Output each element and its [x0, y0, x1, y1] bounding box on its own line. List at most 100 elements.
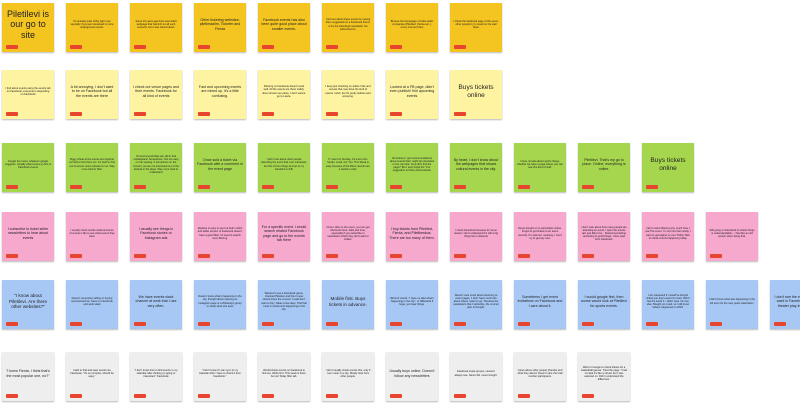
sticky-note[interactable]: I find out about these events by seeing … — [322, 3, 374, 52]
sticky-note[interactable]: Other ticketing websites: piletimaailm, … — [194, 3, 246, 52]
sticky-note[interactable]: Browse the homepage of ticket seller com… — [386, 3, 438, 52]
sticky-note[interactable]: I didn't know what was happening in the … — [706, 280, 758, 329]
sticky-note-tag — [390, 254, 402, 258]
sticky-note[interactable]: Sometimes I get recommendations about ev… — [386, 143, 438, 192]
sticky-note-tag — [646, 322, 658, 326]
sticky-note-tag — [390, 394, 402, 398]
sticky-note[interactable]: For a specific event, I would search rel… — [258, 212, 310, 261]
sticky-note[interactable]: Buys tickets online — [450, 70, 502, 119]
sticky-note[interactable]: Once I click on the event, you can get d… — [322, 212, 374, 261]
sticky-note-text: I check the facebook page of the event, … — [453, 19, 499, 30]
sticky-note[interactable]: "I don't know if I can sync to my calend… — [194, 352, 246, 401]
sticky-note[interactable]: Never bought or re-sold tickets online. … — [514, 212, 566, 261]
sticky-note-tag — [326, 394, 338, 398]
sticky-note[interactable]: I don't see the events that I want in Fa… — [770, 280, 800, 329]
sticky-note[interactable]: Piletilevi is our go to site — [2, 3, 54, 52]
sticky-note[interactable]: Doesn't remember selling or buying secon… — [66, 280, 118, 329]
sticky-note[interactable]: I keep just checking on artists I like a… — [322, 70, 374, 119]
sticky-note[interactable]: Usually buys online. Doesn't follow any … — [386, 352, 438, 401]
sticky-note[interactable]: We have events slack channel at work tha… — [130, 280, 182, 329]
sticky-note-text: I buy tickets from Piletilevi, Fienta, a… — [389, 227, 435, 240]
sticky-note[interactable]: Fast and upcoming events are mixed up, i… — [194, 70, 246, 119]
sticky-note-text: Browse the homepage of ticket seller com… — [390, 19, 434, 30]
sticky-note[interactable]: I don't usually check events this, only … — [322, 352, 374, 401]
sticky-note[interactable]: I have no idea about sports things, whet… — [514, 143, 566, 192]
sticky-note[interactable]: Facebook expat groups, newest I always s… — [450, 352, 502, 401]
sticky-note[interactable]: Doesn't care much about returning to eve… — [450, 280, 502, 329]
sticky-note[interactable]: It's actually quite shitty right now, sp… — [66, 3, 118, 52]
sticky-note[interactable]: Cares about other people (friends) and w… — [514, 352, 566, 401]
sticky-note-tag — [134, 394, 146, 398]
sticky-note-text: Once sold a ticket via Facebook with a c… — [197, 158, 243, 171]
sticky-note-tag — [454, 45, 466, 49]
sticky-note[interactable]: I don't care about how many people are a… — [578, 212, 630, 261]
sticky-note-tag — [70, 112, 82, 116]
sticky-note-tag — [6, 45, 18, 49]
sticky-note[interactable]: I don't now about other people attending… — [258, 143, 310, 192]
sticky-note[interactable]: If I went on Sunday, It's a lot more har… — [322, 143, 374, 192]
sticky-note[interactable]: Doesn't know what's happening in the cit… — [194, 280, 246, 329]
sticky-note[interactable]: I buy tickets from Piletilevi, Fienta, a… — [386, 212, 438, 261]
sticky-note[interactable]: Buys tickets online — [642, 143, 694, 192]
sticky-note[interactable]: Desktop is easy to see but both mobile a… — [194, 212, 246, 261]
sticky-note-tag — [262, 45, 274, 49]
sticky-note[interactable]: I find about events using the events tab… — [2, 70, 54, 119]
sticky-note-text: Facebook expat groups, newest I always s… — [454, 370, 498, 377]
sticky-note[interactable]: I check the facebook page of the event, … — [450, 3, 502, 52]
sticky-note-text: Piletilevi is our go to site — [6, 8, 49, 40]
sticky-note-text: Cares about other people (friends) and w… — [517, 368, 563, 379]
sticky-note[interactable]: Went to Google to check tickets for a ba… — [578, 352, 630, 401]
sticky-note-text: I usually check social media accounts of… — [69, 228, 115, 239]
sticky-note-text: "I don't know how to find events in my c… — [134, 368, 178, 379]
sticky-note[interactable]: Once sold a ticket via Facebook with a c… — [194, 143, 246, 192]
sticky-note-text: I find about events using the events tab… — [5, 86, 51, 97]
sticky-note[interactable]: Hard to find and save events via Faceboo… — [66, 352, 118, 401]
sticky-note-tag — [134, 254, 146, 258]
sticky-note-tag — [326, 322, 338, 326]
sticky-note[interactable]: Piggy wheel at the events are together s… — [66, 143, 118, 192]
sticky-note[interactable]: Some 10 years ago there was tickitt webp… — [130, 3, 182, 52]
sticky-note[interactable]: I would google first, then worse would l… — [578, 280, 630, 329]
sticky-note[interactable]: Word of mouth, "I have no idea what's ha… — [386, 280, 438, 329]
sticky-note[interactable]: "I knew Fienta, I think that's the most … — [2, 352, 54, 401]
sticky-note[interactable]: I usually check social media accounts of… — [66, 212, 118, 261]
sticky-note[interactable]: Sometimes I get event invitations on Fac… — [514, 280, 566, 329]
sticky-note[interactable]: Wanted to see a Facebook game, checked P… — [258, 280, 310, 329]
sticky-note-tag — [646, 254, 658, 258]
sticky-note-text: Buys tickets online — [650, 156, 686, 172]
sticky-note-text: Some 10 years ago there was tickitt webp… — [135, 19, 177, 30]
sticky-note-tag — [6, 185, 18, 189]
sticky-note[interactable]: Google the event, whatever google sugges… — [2, 143, 54, 192]
sticky-note-tag — [582, 254, 594, 258]
sticky-note[interactable]: Piletilevi. That's my go to place. Onlin… — [578, 143, 630, 192]
sticky-note[interactable]: Facebook events has also been quite good… — [258, 3, 310, 52]
sticky-note[interactable]: A bit annoying, I don't want to be on Fa… — [66, 70, 118, 119]
sticky-note-tag — [454, 185, 466, 189]
sticky-note[interactable]: Still going on Facebook to check things … — [706, 212, 758, 261]
sticky-note[interactable]: Would check events on Facebook to find o… — [258, 352, 310, 401]
sticky-note-tag — [134, 322, 146, 326]
sticky-note[interactable]: "I don't know how to find events in my c… — [130, 352, 182, 401]
sticky-note[interactable]: "I know about Piletilevi. Are there othe… — [2, 280, 54, 329]
sticky-note[interactable]: I check out venue pages and their events… — [130, 70, 182, 119]
sticky-note[interactable]: Mobile first. Buys tickets in advance. — [322, 280, 374, 329]
sticky-note-text: I'd recommend kilias are still in that m… — [133, 155, 179, 174]
sticky-note-tag — [262, 394, 274, 398]
sticky-note-text: By heart, I don't know about the webpage… — [453, 158, 499, 171]
sticky-note-text: Piletilevi. That's my go to place. Onlin… — [582, 158, 626, 171]
sticky-note[interactable]: I subscribe to ticket seller newsletters… — [2, 212, 54, 261]
sticky-note[interactable]: I don't notice filtering very much here.… — [642, 212, 694, 261]
sticky-note[interactable]: Filtering on Facebook doesn't work well.… — [258, 70, 310, 119]
sticky-note-text: Doesn't know what's happening in the cit… — [198, 295, 242, 308]
sticky-note[interactable]: I check Facebook because for some reason… — [450, 212, 502, 261]
sticky-note[interactable]: I'd recommend kilias are still in that m… — [130, 143, 182, 192]
sticky-note[interactable]: I am interested if I would've bought tic… — [642, 280, 694, 329]
sticky-note-tag — [646, 185, 658, 189]
sticky-note-tag — [454, 254, 466, 258]
sticky-note[interactable]: I usually see things in Facebook stories… — [130, 212, 182, 261]
sticky-note[interactable]: Looked at a FB page, didn't even publish… — [386, 70, 438, 119]
sticky-note-text: Fast and upcoming events are mixed up, i… — [198, 85, 242, 98]
sticky-note-text: I would google first, then worse would l… — [581, 295, 627, 308]
sticky-note[interactable]: By heart, I don't know about the webpage… — [450, 143, 502, 192]
